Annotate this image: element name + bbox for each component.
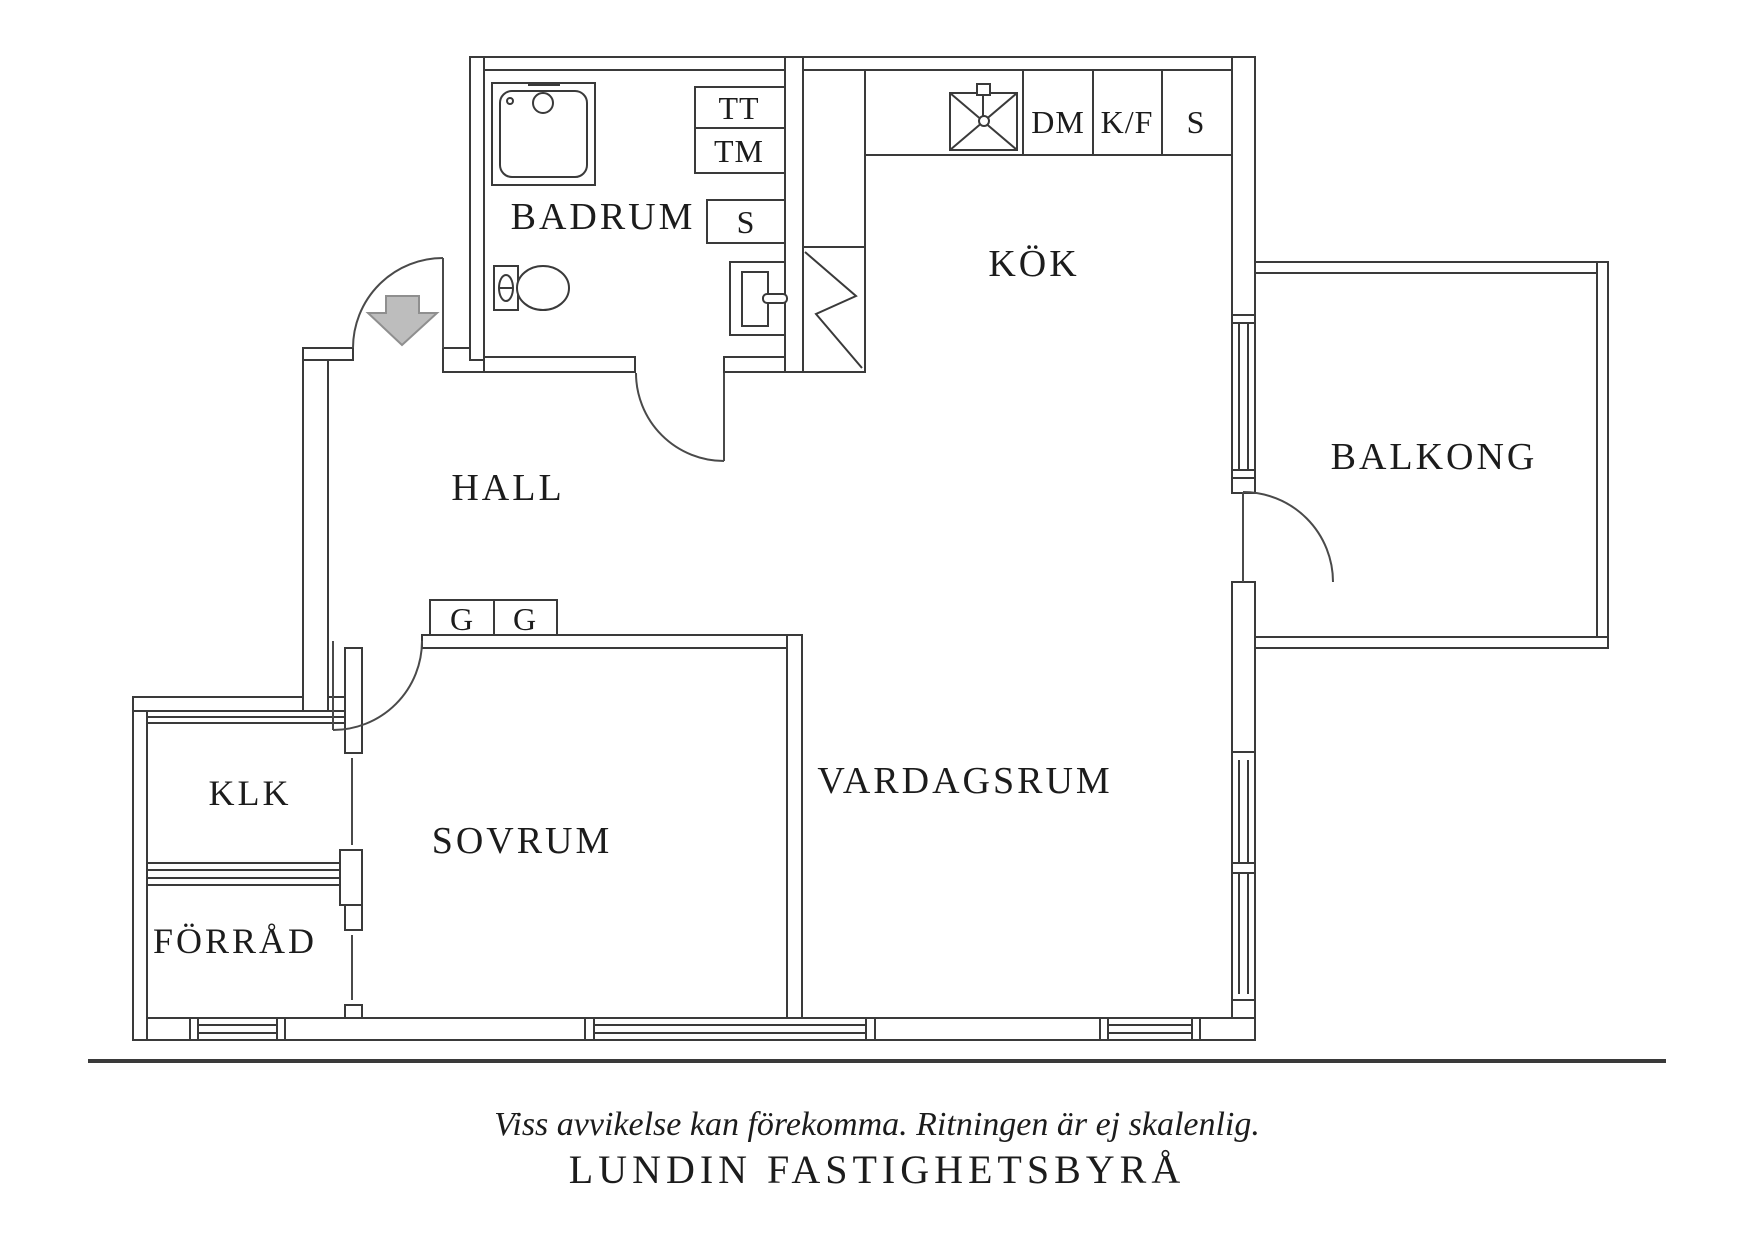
room-label-klk: KLK [209, 773, 292, 813]
wall-segment [146, 877, 346, 886]
wall-segment [1231, 56, 1256, 316]
kitchen-fixtures [802, 69, 1233, 373]
window-icon [189, 1017, 286, 1041]
room-label-kok: KÖK [988, 243, 1079, 285]
hall-closets [429, 599, 558, 636]
room-label-badrum: BADRUM [511, 196, 696, 238]
window-icon [584, 1017, 876, 1041]
unit-label-s-kok: S [1187, 104, 1206, 140]
room-label-vardagsrum: VARDAGSRUM [817, 760, 1112, 802]
room-label-forrad: FÖRRÅD [153, 921, 317, 961]
balcony-wall-top [1254, 261, 1609, 274]
wall-segment [1231, 477, 1256, 494]
unit-label-g-left: G [450, 601, 474, 637]
wall-segment [1231, 581, 1256, 753]
washing-machine-box [694, 127, 786, 174]
tumble-dryer-box [694, 86, 786, 129]
room-label-sovrum: SOVRUM [432, 820, 613, 862]
bathroom-door-arc-icon [635, 372, 725, 462]
room-label-balkong: BALKONG [1331, 436, 1538, 478]
wall-segment [132, 696, 148, 1041]
toilet-icon [493, 265, 570, 311]
entry-door-arc-icon [352, 257, 444, 349]
ventilation-shaft-icon [802, 246, 866, 373]
unit-label-tm: TM [714, 133, 764, 169]
wall-segment [302, 347, 329, 712]
brand-text: LUNDIN FASTIGHETSBYRÅ [569, 1147, 1185, 1192]
unit-label-dm: DM [1031, 104, 1085, 140]
balcony-wall-right [1596, 261, 1609, 649]
wall-segment [469, 56, 1256, 71]
bathroom-fixtures [491, 82, 788, 336]
wall-segment [786, 634, 803, 1019]
wall-segment [784, 56, 804, 373]
wall-segment [344, 1004, 363, 1019]
windows [189, 314, 1256, 1041]
wall-segment [421, 634, 788, 649]
wall-segment [146, 862, 346, 871]
unit-label-s-badrum: S [737, 204, 756, 240]
wall-segment [483, 356, 636, 373]
kitchen-counter [864, 69, 1233, 156]
unit-labels: TT TM S DM K/F S G G [450, 90, 1206, 637]
entry-arrow-icon [365, 295, 440, 347]
wall-segment [344, 647, 363, 754]
washbasin-icon [729, 261, 788, 336]
room-labels: BADRUM KÖK HALL BALKONG SOVRUM VARDAGSRU… [153, 196, 1538, 961]
disclaimer-text: Viss avvikelse kan förekomma. Ritningen … [494, 1106, 1260, 1143]
footer: Viss avvikelse kan förekomma. Ritningen … [88, 1059, 1666, 1192]
shower-icon [491, 82, 596, 186]
balcony-wall-bottom [1254, 636, 1609, 649]
wall-segment [339, 849, 363, 906]
unit-label-g-right: G [513, 601, 537, 637]
balcony-door-arc-icon [1242, 491, 1334, 583]
bedroom-door-arc-icon [332, 640, 423, 731]
window-icon [1231, 751, 1256, 1001]
wall-segment [469, 56, 485, 361]
wall-segment [146, 716, 346, 724]
cabinet-box [706, 199, 786, 244]
room-label-hall: HALL [451, 467, 564, 509]
unit-label-tt: TT [718, 90, 759, 126]
window-icon [1099, 1017, 1201, 1041]
wall-segment [302, 347, 354, 361]
unit-label-kf: K/F [1101, 104, 1154, 140]
doors [332, 257, 1334, 1000]
kitchen-sink-icon [949, 83, 1018, 151]
window-icon [1231, 314, 1256, 479]
balcony-walls [1254, 261, 1609, 649]
